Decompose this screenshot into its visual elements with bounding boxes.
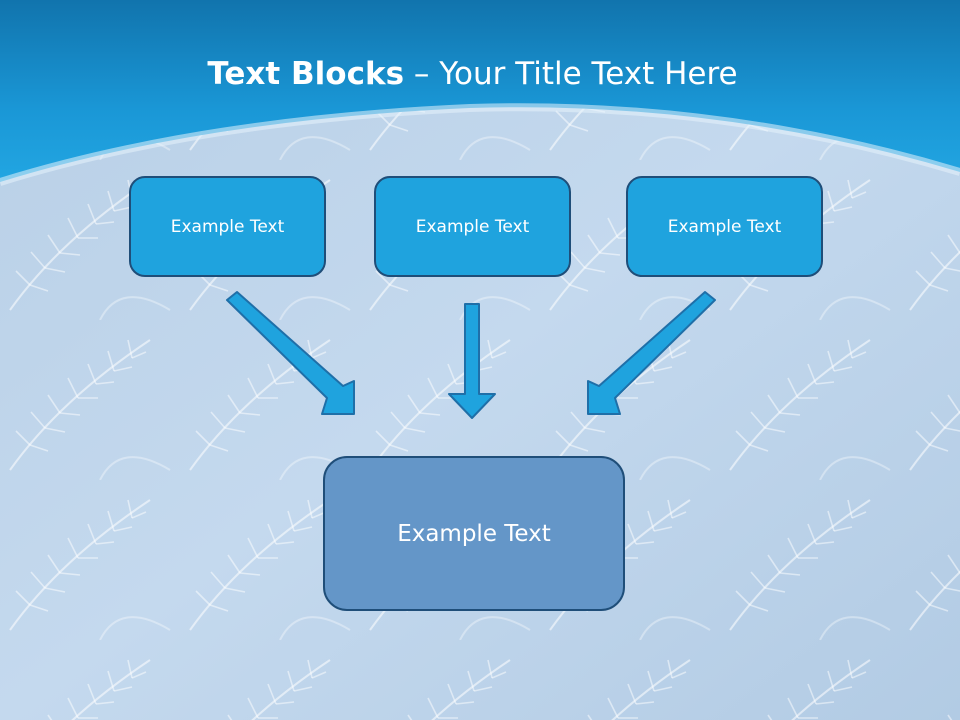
text-block-center: Example Text: [374, 176, 571, 277]
slide-title: Text Blocks – Your Title Text Here: [0, 52, 945, 96]
text-block-left: Example Text: [129, 176, 326, 277]
title-bold-part: Text Blocks: [207, 56, 405, 92]
text-block-right: Example Text: [626, 176, 823, 277]
text-block-right-label: Example Text: [667, 216, 782, 237]
text-block-left-label: Example Text: [170, 216, 285, 237]
text-block-center-label: Example Text: [415, 216, 530, 237]
text-block-bottom: Example Text: [323, 456, 625, 611]
text-block-bottom-label: Example Text: [397, 520, 551, 547]
title-separator: –: [404, 56, 440, 92]
title-rest: Your Title Text Here: [439, 56, 738, 92]
